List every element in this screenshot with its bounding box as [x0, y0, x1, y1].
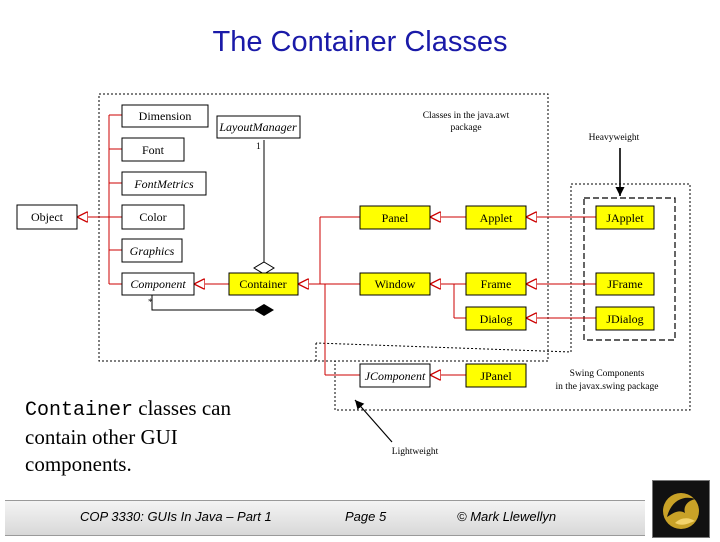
box-jdialog: JDialog [595, 306, 655, 331]
svg-text:JApplet: JApplet [606, 211, 644, 225]
aggregation-diamond [253, 261, 275, 275]
footer-course: COP 3330: GUIs In Java – Part 1 [80, 509, 272, 524]
box-jpanel: JPanel [465, 363, 527, 388]
svg-text:Color: Color [139, 210, 166, 224]
svg-text:JPanel: JPanel [480, 369, 512, 383]
multiplicity-one: 1 [256, 142, 261, 152]
lightweight-note: Lightweight [392, 447, 439, 457]
box-layout-manager: LayoutManager [216, 115, 301, 139]
footer-bar [5, 500, 645, 536]
box-panel: Panel [359, 205, 431, 230]
svg-text:Object: Object [31, 210, 64, 224]
svg-text:Font: Font [142, 143, 165, 157]
heavyweight-boundary [583, 197, 676, 341]
caption-line2: contain other GUI [25, 425, 178, 449]
svg-text:Dialog: Dialog [480, 312, 513, 326]
svg-text:Graphics: Graphics [130, 244, 175, 258]
box-object: Object [16, 204, 78, 230]
composition-diamond [254, 304, 274, 316]
multiplicity-many: * [148, 298, 153, 308]
footer-page: Page 5 [345, 509, 387, 524]
svg-text:Applet: Applet [480, 211, 513, 225]
slide-title: The Container Classes [212, 26, 508, 58]
box-jframe: JFrame [595, 272, 655, 296]
svg-text:Dimension: Dimension [139, 109, 192, 123]
awt-package-note-line1: Classes in the java.awt [423, 111, 510, 121]
box-font-metrics: FontMetrics [121, 171, 207, 196]
box-dimension: Dimension [121, 104, 209, 128]
box-component: Component [121, 272, 195, 296]
pegasus-logo-icon [663, 493, 699, 529]
box-japplet: JApplet [595, 205, 655, 230]
swing-package-note-line2: in the javax.swing package [556, 382, 659, 392]
svg-text:JFrame: JFrame [607, 277, 642, 291]
box-window: Window [359, 272, 431, 296]
box-container: Container [228, 272, 299, 296]
svg-text:Component: Component [130, 277, 186, 291]
footer: COP 3330: GUIs In Java – Part 1 Page 5 ©… [0, 490, 720, 540]
footer-author: © Mark Llewellyn [457, 509, 557, 524]
svg-text:LayoutManager: LayoutManager [218, 120, 297, 134]
box-applet: Applet [465, 205, 527, 230]
svg-text:FontMetrics: FontMetrics [133, 177, 194, 191]
svg-text:JDialog: JDialog [606, 312, 643, 326]
swing-package-note-line1: Swing Components [570, 369, 645, 379]
svg-text:Window: Window [375, 277, 416, 291]
box-dialog: Dialog [465, 306, 527, 331]
svg-text:Frame: Frame [481, 277, 512, 291]
caption-code-term: Container [25, 399, 134, 422]
box-color: Color [121, 204, 185, 230]
box-frame: Frame [465, 272, 527, 296]
box-font: Font [121, 137, 185, 162]
awt-package-note-line2: package [450, 123, 481, 133]
box-graphics: Graphics [121, 238, 183, 263]
heavyweight-note: Heavyweight [589, 133, 640, 143]
svg-text:Panel: Panel [382, 211, 409, 225]
svg-text:Container: Container [239, 277, 286, 291]
caption-line3: components. [25, 452, 132, 476]
university-logo [652, 480, 710, 538]
caption: Container classes can contain other GUI … [25, 395, 325, 478]
swing-package-boundary [315, 183, 691, 411]
svg-text:JComponent: JComponent [365, 369, 426, 383]
box-jcomponent: JComponent [359, 363, 431, 388]
caption-line1: classes can [133, 396, 231, 420]
